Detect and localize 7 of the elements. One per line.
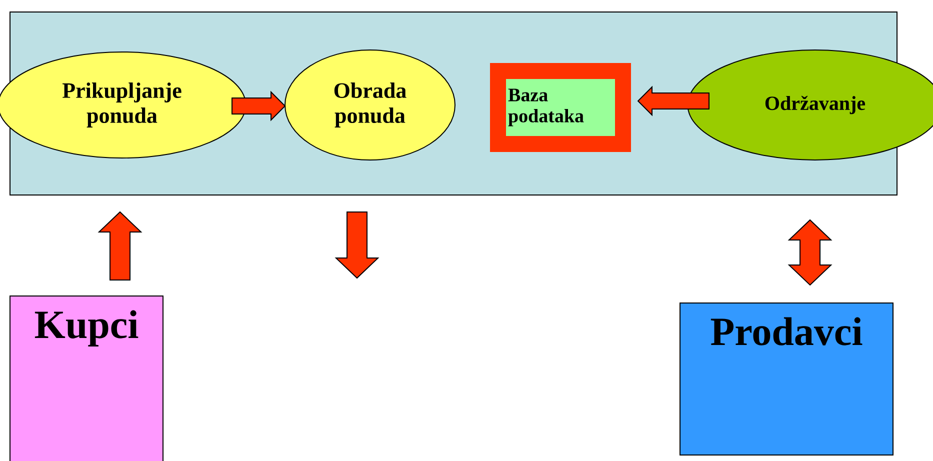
block-arrow: [232, 90, 286, 122]
block-arrow: [98, 211, 142, 280]
actor-box: Prodavci: [680, 302, 894, 456]
database-box: Baza podataka: [490, 63, 631, 152]
block-arrow: [334, 212, 380, 279]
actor-box: Kupci: [10, 296, 164, 461]
block-arrow: [637, 86, 710, 116]
